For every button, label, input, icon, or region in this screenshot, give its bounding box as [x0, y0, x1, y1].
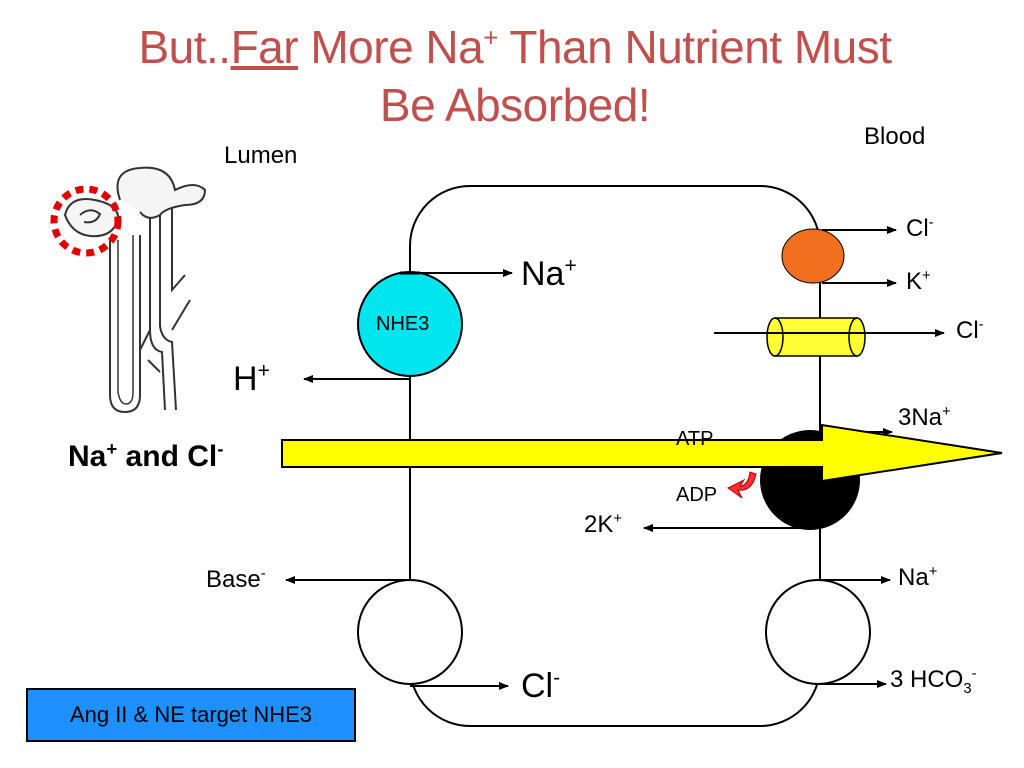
blood-label: Blood [864, 123, 926, 150]
curved-red-arrow-icon [727, 471, 757, 499]
kcl-cotransporter [781, 228, 845, 284]
adp-label: ADP [676, 484, 718, 506]
k-label: K+ [906, 268, 931, 295]
nhe3-target-callout: Ang II & NE target NHE3 [26, 688, 356, 742]
lumen-label: Lumen [224, 142, 298, 169]
apical-exchanger [357, 579, 463, 685]
nephron-illustration-icon [63, 166, 207, 414]
na-bottom-label: Na+ [898, 564, 938, 591]
cl-top-label: Cl- [906, 215, 934, 242]
cl-channel [766, 317, 866, 357]
highlight-circle [50, 185, 122, 257]
slide-title: But..Far More Na+ Than Nutrient Must Be … [40, 18, 990, 134]
cl-channel-label: Cl- [956, 317, 984, 344]
nhe3-label: NHE3 [376, 313, 430, 335]
na3-label: 3Na+ [898, 404, 951, 431]
title-emphasis: Far [230, 21, 299, 73]
na-cl-label: Na+ and Cl- [68, 438, 224, 473]
basolateral-cotransporter [765, 579, 871, 685]
na-label: Na+ [521, 254, 577, 293]
atp-label: ATP [676, 428, 714, 450]
hco3-label: 3 HCO3- [890, 666, 977, 697]
base-label: Base- [206, 566, 266, 593]
title-line-1: But..Far More Na+ Than Nutrient Must [138, 21, 892, 73]
na-cl-absorption-arrow [281, 423, 1003, 483]
cl-bottom-label: Cl- [521, 666, 561, 705]
k2-label: 2K+ [584, 511, 623, 538]
title-line-2: Be Absorbed! [379, 79, 651, 131]
h-label: H+ [233, 359, 270, 398]
